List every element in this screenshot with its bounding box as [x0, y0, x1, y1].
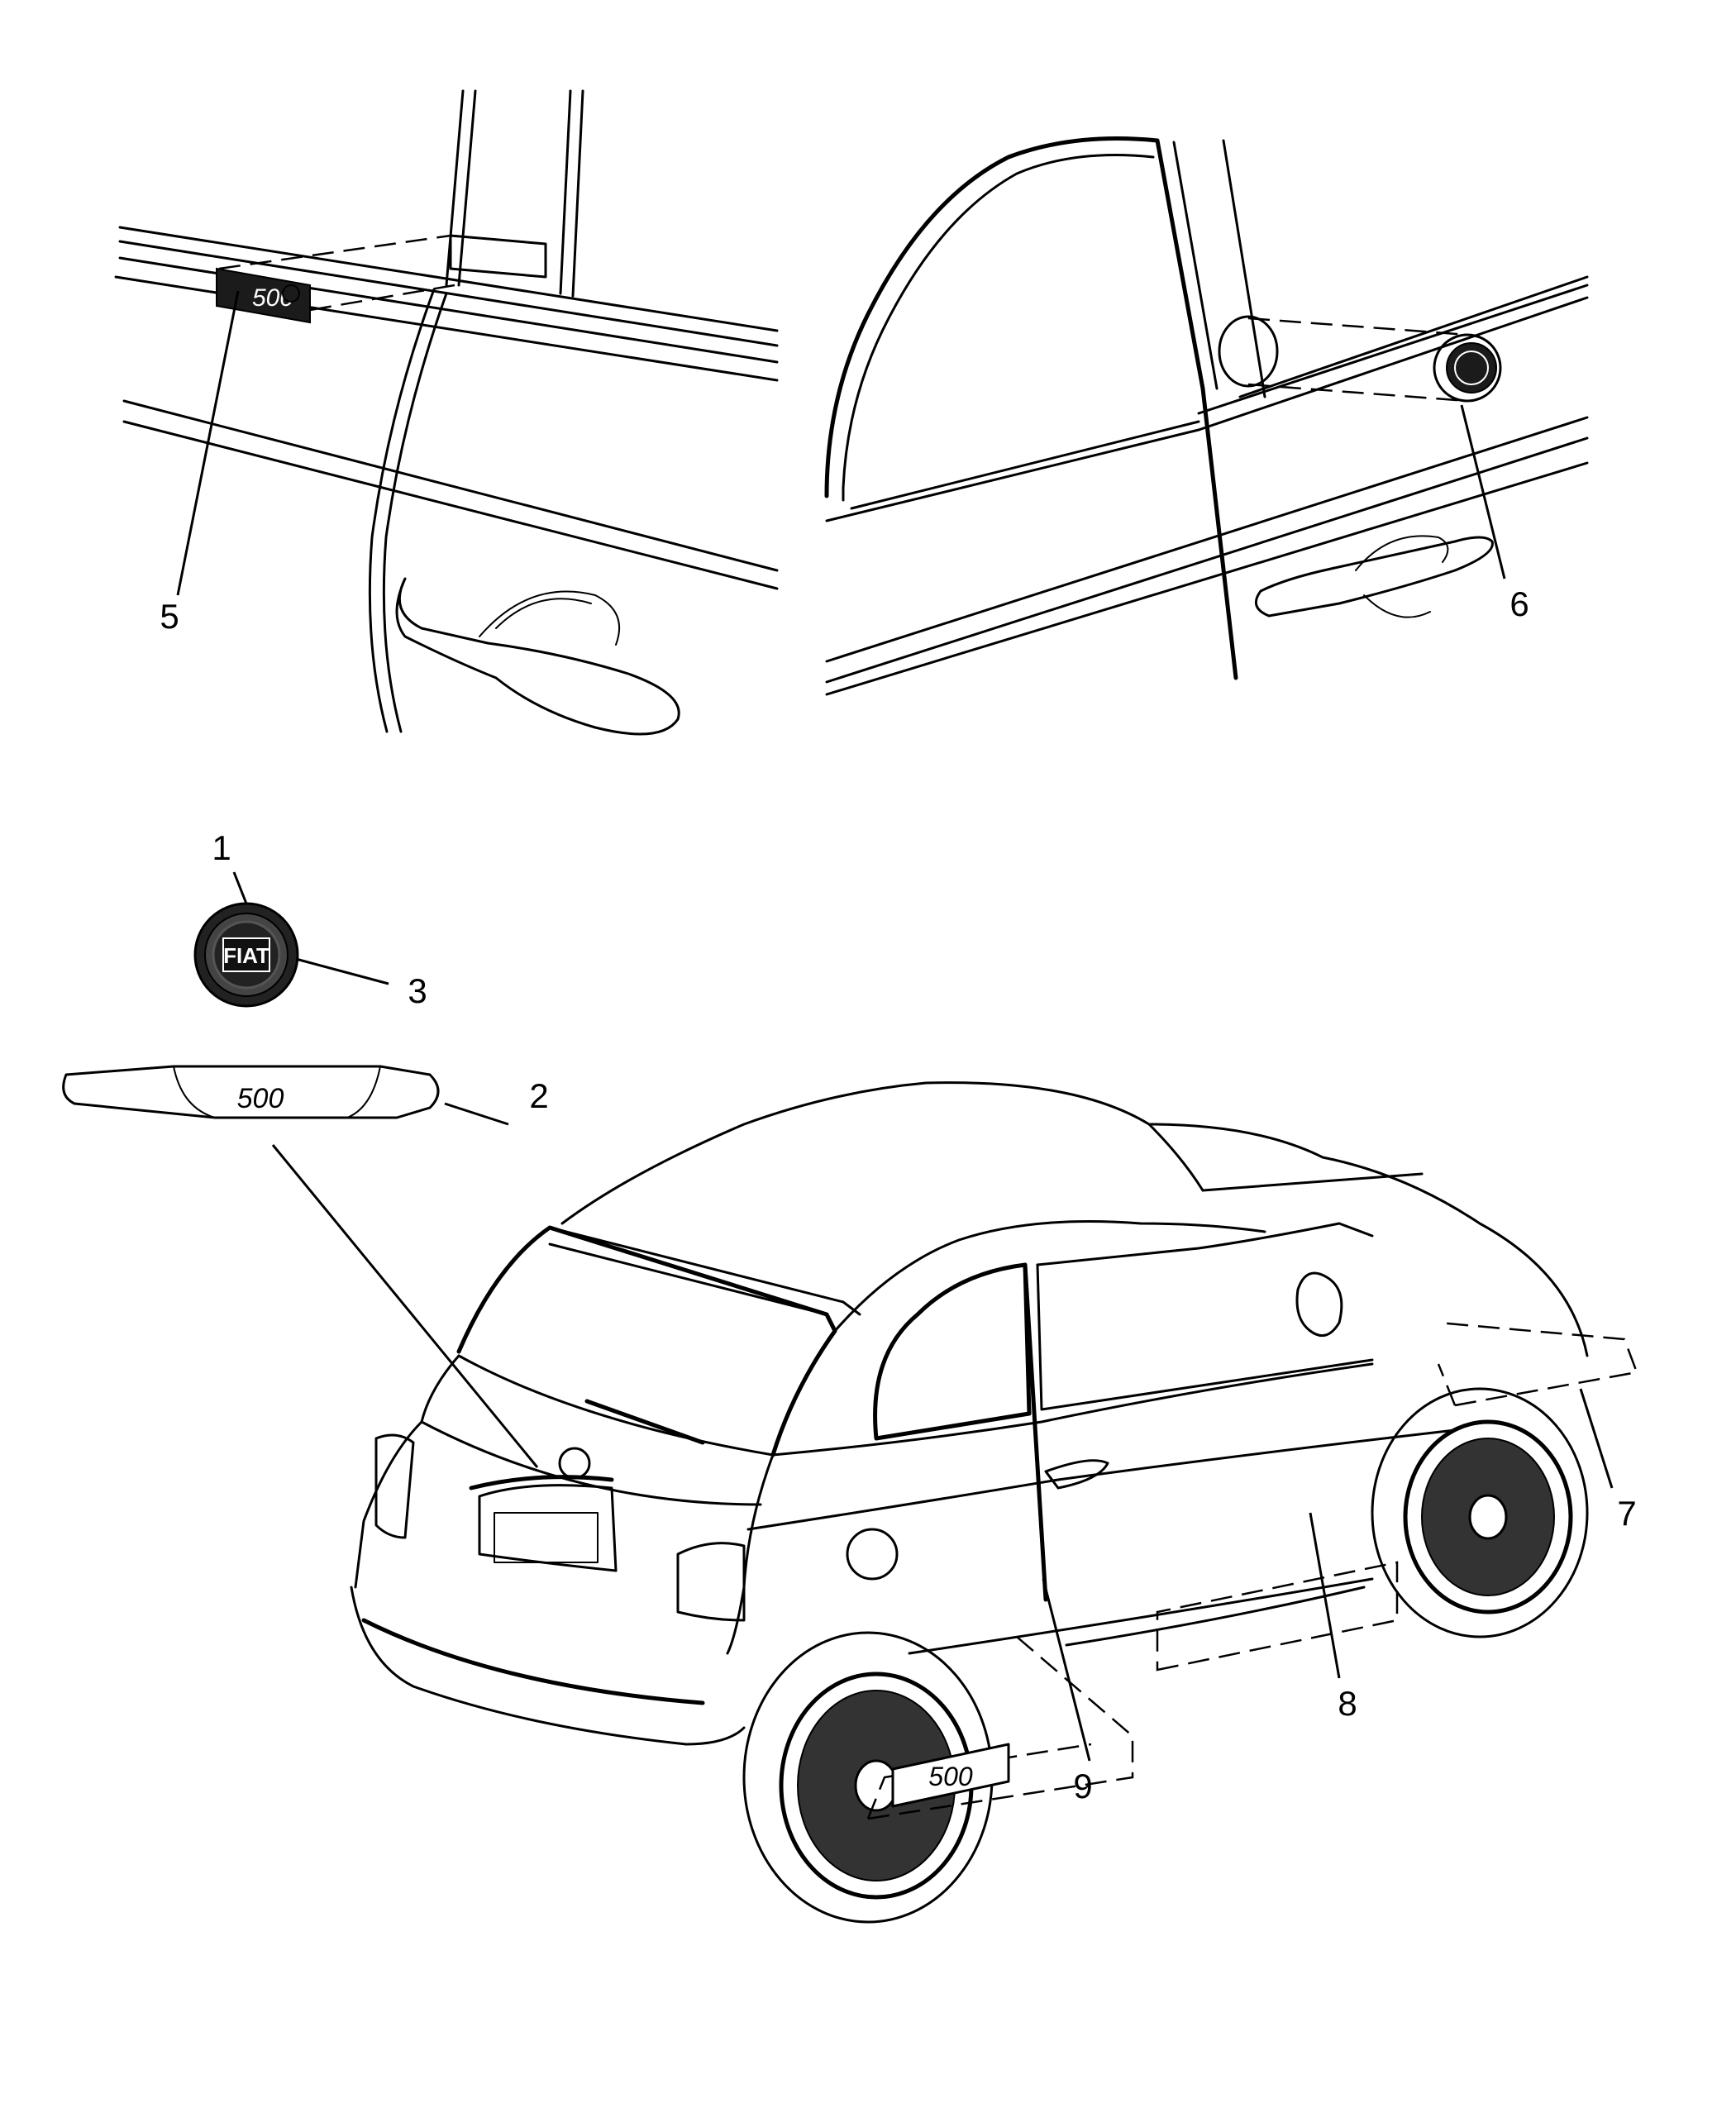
roundel-badge-door	[1433, 333, 1502, 403]
callout-3: 3	[408, 971, 427, 1010]
callout-2: 2	[529, 1076, 548, 1115]
callout-8: 8	[1338, 1684, 1357, 1723]
badge-500-door-side: 500	[216, 267, 311, 324]
handle-script-text: 500	[237, 1083, 284, 1114]
decal-500-rear-quarter: 500	[891, 1743, 1010, 1808]
callout-9: 9	[1073, 1767, 1092, 1805]
callout-leaders	[176, 290, 1614, 1762]
decal-script-text: 500	[928, 1762, 973, 1791]
door-detail-view-right	[824, 136, 1589, 696]
roundel-text: FIAT	[223, 943, 269, 968]
fiat-roundel-emblem: FIAT	[193, 902, 299, 1008]
tailgate-handle-bar: 500	[62, 1065, 440, 1119]
door-detail-view-left: 500	[114, 89, 779, 736]
callout-labels: 1 2 3 5 6 7 8 9	[160, 584, 1636, 1805]
callout-7: 7	[1617, 1494, 1636, 1533]
car-rear-three-quarter-view: 500	[350, 1081, 1638, 1924]
front-wheel	[1371, 1387, 1589, 1638]
callout-5: 5	[160, 597, 179, 636]
callout-6: 6	[1509, 584, 1529, 623]
callout-1: 1	[212, 828, 231, 867]
